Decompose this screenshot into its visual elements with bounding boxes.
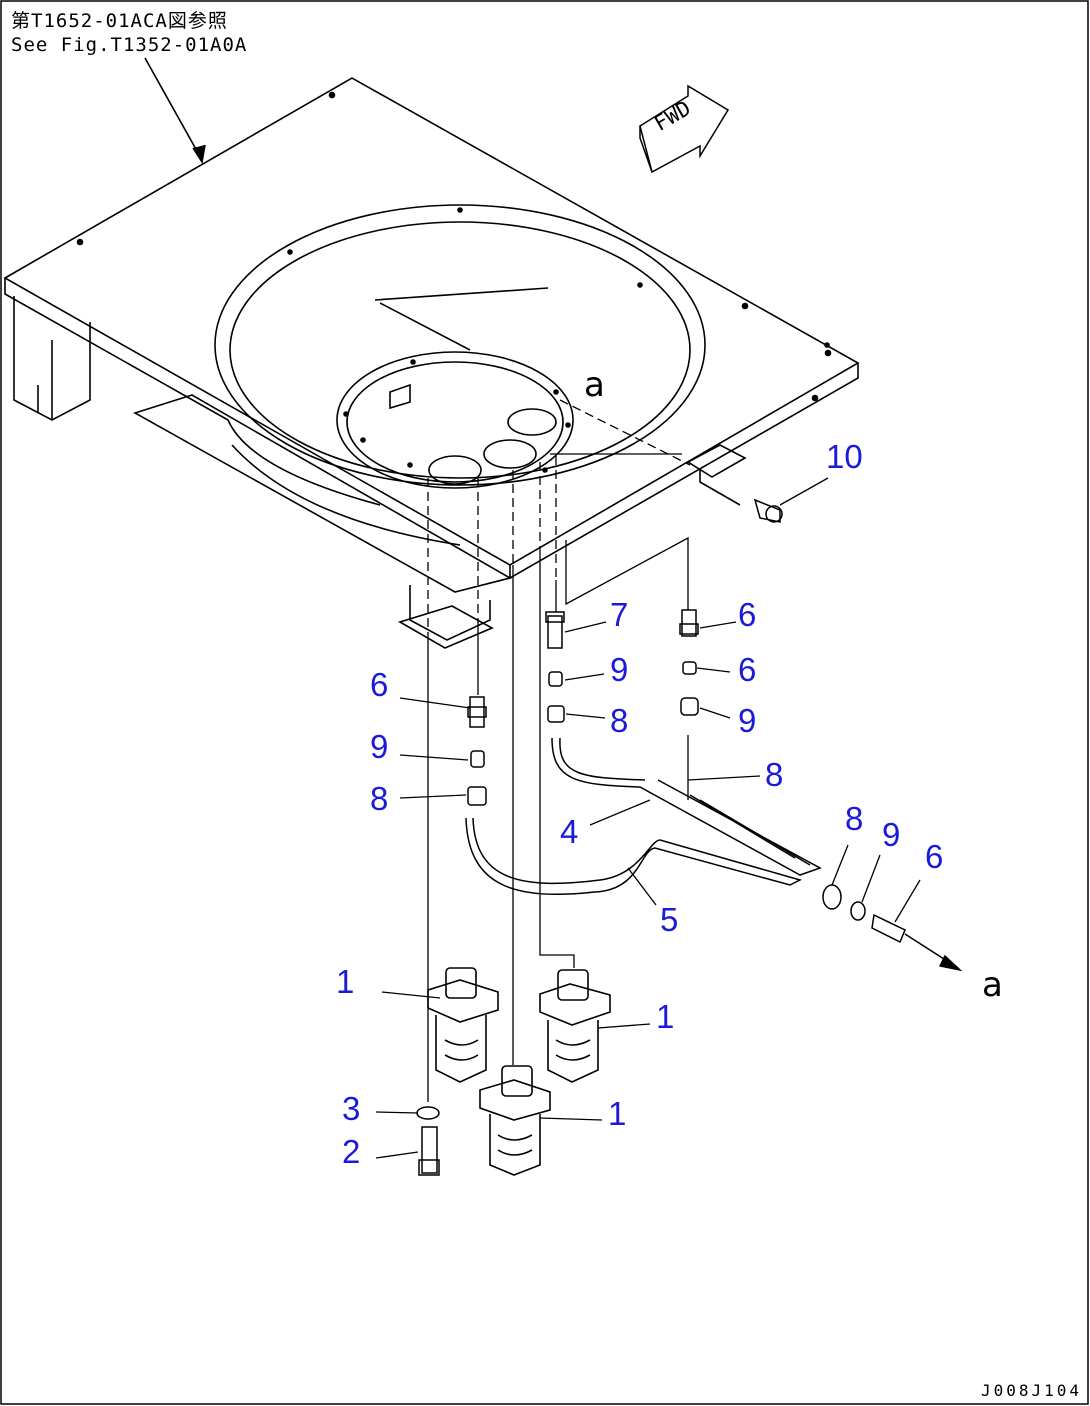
callout-8-lower-right: 8	[845, 800, 864, 837]
callout-3: 3	[342, 1090, 361, 1127]
hoses	[465, 737, 822, 896]
callout-4-mid: 4	[560, 813, 579, 850]
callout-1-right: 1	[656, 998, 675, 1035]
callout-1-bottom: 1	[608, 1095, 627, 1132]
callout-9-top-right: 6	[738, 651, 757, 688]
callout-6-top-right: 6	[738, 596, 757, 633]
callout-8-left: 8	[370, 780, 389, 817]
callout-1-left: 1	[336, 963, 355, 1000]
vertical-leader-lines	[427, 453, 689, 1102]
callout-6-left: 6	[370, 666, 389, 703]
turntable-ring	[214, 204, 706, 546]
callout-5: 5	[660, 901, 679, 938]
callout-7: 7	[610, 596, 629, 633]
callout-4-right: 8	[765, 756, 784, 793]
callout-8-top-mid: 8	[610, 702, 629, 739]
callout-9-top-mid: 9	[610, 651, 629, 688]
reference-note-en: See Fig.T1352-01A0A	[11, 34, 248, 56]
view-label-bottom: a	[982, 965, 1003, 1005]
callout-8-top-right: 9	[738, 702, 757, 739]
fwd-arrow-icon	[639, 84, 730, 174]
dashed-leader-lines	[427, 399, 691, 640]
swivel-motors	[427, 967, 611, 1176]
callout-10: 10	[826, 438, 863, 475]
callout-9-left: 9	[370, 728, 389, 765]
callout-6-lower-right: 6	[925, 838, 944, 875]
reference-arrow	[144, 57, 206, 165]
callout-2: 2	[342, 1133, 361, 1170]
view-label-top: a	[584, 365, 605, 405]
callout-leaders	[375, 477, 921, 1159]
floor-plate	[3, 77, 860, 649]
reference-note-jp: 第T1652-01ACA図参照	[11, 10, 228, 32]
fittings	[416, 498, 963, 1176]
drawing-code: J008J104	[980, 1381, 1082, 1400]
callout-9-lower-right: 9	[882, 816, 901, 853]
